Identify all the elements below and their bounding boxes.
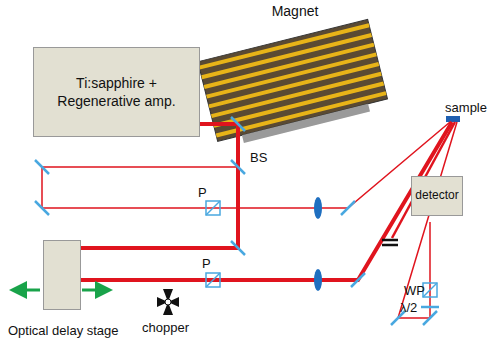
polarizer-label: P bbox=[198, 185, 207, 200]
pump-beam bbox=[76, 122, 452, 280]
chopper-label: chopper bbox=[142, 320, 189, 335]
magnet-label: Magnet bbox=[240, 2, 350, 20]
half-wave-plate-label: λ/2 bbox=[400, 300, 417, 315]
sample-chip bbox=[446, 116, 460, 122]
lens bbox=[314, 269, 322, 291]
stage-motion-arrow bbox=[18, 289, 40, 292]
detector-box: detector bbox=[411, 176, 463, 216]
half-wave-plate bbox=[421, 306, 439, 309]
sample-label: sample bbox=[445, 100, 487, 115]
polarizer-label: P bbox=[202, 256, 211, 271]
node-text: Optical delay stage bbox=[8, 323, 119, 340]
stage-motion-arrow bbox=[82, 289, 104, 292]
beam-splitter-label: BS bbox=[250, 150, 267, 165]
reflected-probe bbox=[398, 122, 457, 318]
mirrors bbox=[35, 117, 437, 325]
chopper-wheel bbox=[157, 289, 179, 315]
laser-box: Ti:sapphire + Regenerative amp. bbox=[33, 47, 200, 137]
wollaston-prism-label: WP bbox=[404, 283, 425, 298]
delay-stage-box: Optical delay stage bbox=[43, 240, 81, 310]
magnet-coil bbox=[198, 19, 390, 149]
node-text: detector bbox=[412, 188, 462, 204]
pump-beam bbox=[76, 124, 238, 248]
node-text: Magnet bbox=[240, 2, 350, 20]
lens bbox=[314, 197, 322, 219]
polarizers bbox=[206, 201, 437, 297]
node-text: Ti:sapphire + Regenerative amp. bbox=[47, 74, 187, 110]
beam-block bbox=[382, 239, 398, 242]
